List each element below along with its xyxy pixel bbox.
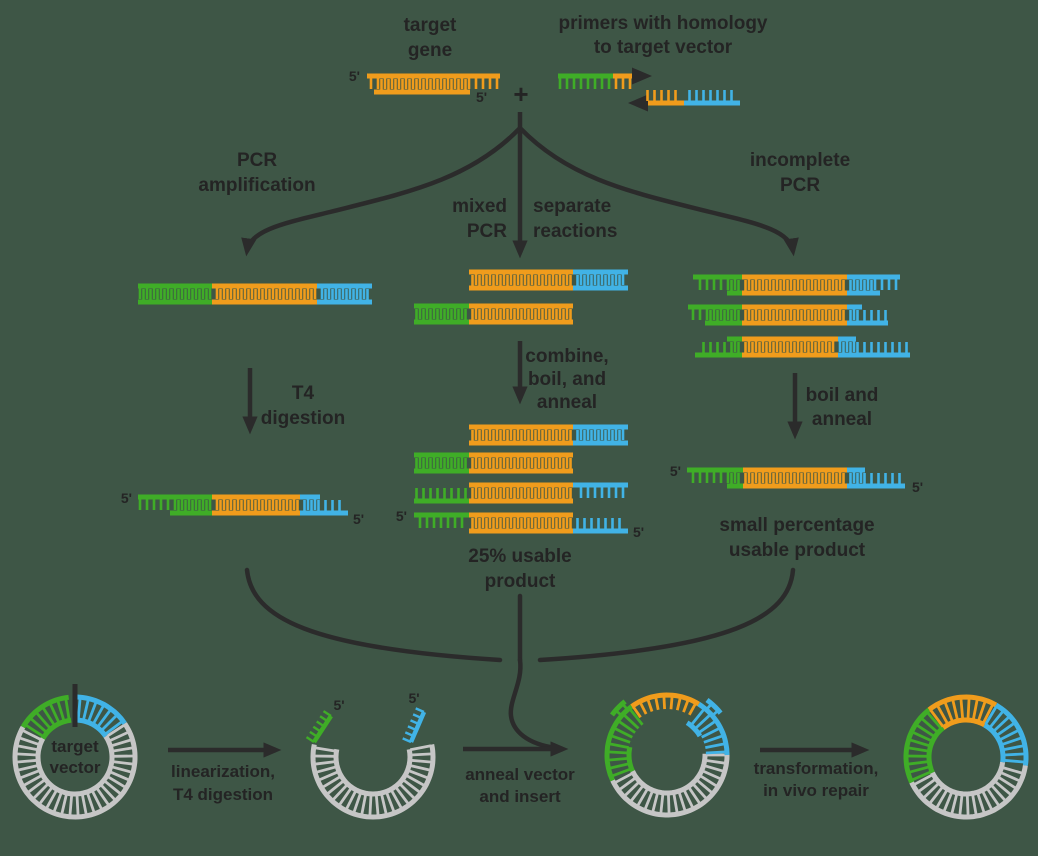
label-five-prime: 5' [396, 508, 407, 524]
target-vector-plasmid [12, 694, 138, 820]
annealed-row-2 [414, 452, 573, 474]
label-target-vector-2: vector [49, 758, 100, 777]
label-anneal-vector-1: anneal vector [465, 765, 575, 784]
label-five-prime: 5' [912, 479, 923, 495]
fragment-gene-blue [469, 269, 628, 291]
label-incomplete-pcr-1: incomplete [750, 150, 850, 171]
fragment-green-gene [414, 303, 573, 325]
label-five-prime: 5' [333, 697, 344, 713]
annealed-row-4-usable [414, 512, 628, 534]
blue-overhang-flap [402, 707, 427, 744]
label-primers-1: primers with homology [558, 13, 767, 34]
converge-curve-left [244, 567, 503, 663]
label-five-prime: 5' [476, 89, 487, 105]
pcr-product-left [138, 283, 372, 305]
label-five-prime: 5' [670, 463, 681, 479]
label-t4-digestion-1: T4 [292, 383, 315, 404]
label-mixed-pcr-2: PCR [467, 221, 507, 242]
annealed-row-1 [469, 424, 628, 446]
label-small-pct-2: usable product [729, 540, 866, 561]
label-five-prime: 5' [633, 524, 644, 540]
label-separate-reactions-1: separate [533, 196, 611, 217]
repaired-plasmid [903, 694, 1029, 820]
label-pcr-amplification-2: amplification [198, 175, 315, 196]
label-five-prime: 5' [408, 690, 419, 706]
incomplete-row-1 [693, 274, 900, 296]
label-small-pct-1: small percentage [719, 515, 874, 536]
label-linearization-2: T4 digestion [173, 785, 273, 804]
label-transformation-1: transformation, [754, 759, 879, 778]
converge-curve-right [537, 567, 796, 663]
label-25pct-usable-2: product [485, 571, 556, 592]
label-combine-3: anneal [537, 392, 597, 413]
label-25pct-usable-1: 25% usable [468, 546, 572, 567]
label-t4-digestion-2: digestion [261, 408, 345, 429]
target-gene-dna [367, 73, 500, 95]
forward-primer [558, 67, 653, 89]
label-incomplete-pcr-2: PCR [780, 175, 820, 196]
label-target-gene-1: target [404, 15, 457, 36]
label-plus-sign: + [513, 79, 528, 109]
label-combine-1: combine, [525, 346, 608, 367]
label-five-prime: 5' [353, 511, 364, 527]
label-separate-reactions-2: reactions [533, 221, 617, 242]
label-five-prime: 5' [121, 490, 132, 506]
label-target-vector-1: target [51, 737, 99, 756]
annealed-row-3 [414, 482, 628, 504]
label-anneal-vector-2: and insert [479, 787, 561, 806]
label-boil-anneal-1: boil and [806, 385, 879, 406]
incomplete-row-2 [688, 304, 888, 326]
t4-digested-product-left [138, 494, 348, 516]
label-pcr-amplification-1: PCR [237, 150, 277, 171]
annealed-plasmid [604, 692, 730, 818]
usable-product-right [687, 467, 905, 489]
arrow-incomplete-pcr [518, 126, 799, 257]
linearized-vector [310, 744, 436, 820]
label-linearization-1: linearization, [171, 762, 275, 781]
label-transformation-2: in vivo repair [763, 781, 869, 800]
label-mixed-pcr-1: mixed [452, 196, 507, 217]
dna-graphics [12, 67, 1029, 820]
label-five-prime: 5' [349, 68, 360, 84]
arrow-pcr-amplification [241, 126, 522, 257]
label-combine-2: boil, and [528, 369, 606, 390]
green-overhang-flap [305, 710, 333, 744]
label-primers-2: to target vector [594, 37, 733, 58]
label-target-gene-2: gene [408, 40, 452, 61]
reverse-primer [627, 90, 740, 112]
incomplete-row-3 [695, 336, 910, 358]
converge-merge-curve [508, 657, 559, 751]
label-boil-anneal-2: anneal [812, 409, 872, 430]
